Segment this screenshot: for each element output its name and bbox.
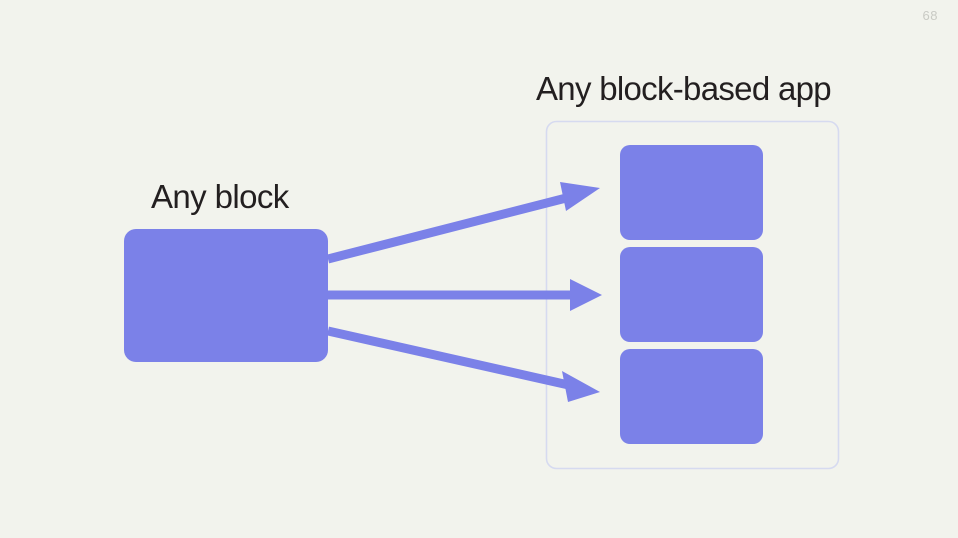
source-block[interactable] <box>124 229 328 362</box>
arrow-to-block-2 <box>328 279 602 311</box>
arrow-to-block-3 <box>327 326 600 402</box>
page-number: 68 <box>922 8 938 23</box>
target-block-3[interactable] <box>620 349 763 444</box>
target-block-1[interactable] <box>620 145 763 240</box>
arrow-to-block-1 <box>326 182 600 264</box>
target-block-2[interactable] <box>620 247 763 342</box>
source-block-label: Any block <box>151 178 289 215</box>
app-container-title: Any block-based app <box>536 70 832 107</box>
